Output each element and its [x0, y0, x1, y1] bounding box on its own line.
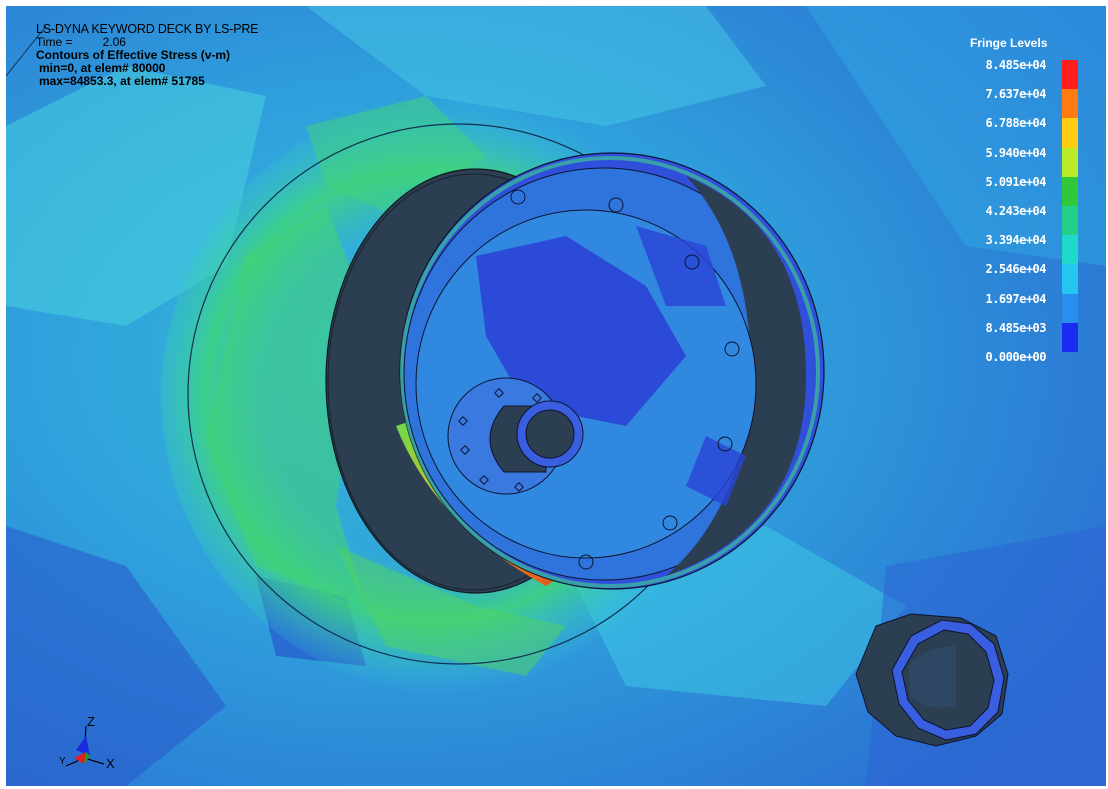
- fringe-legend: Fringe Levels 8.485e+04 7.637e+04 6.788e+0…: [946, 36, 1096, 416]
- legend-level-label: 6.788e+04: [985, 116, 1046, 131]
- legend-color-swatch: [1062, 293, 1078, 323]
- legend-row: 5.940e+04: [946, 145, 1086, 177]
- green-zone-left: [206, 206, 366, 606]
- model-info-panel: LS-DYNA KEYWORD DECK BY LS-PRE Time = 2.0…: [36, 22, 259, 88]
- legend-row: 8.485e+04: [946, 58, 1086, 90]
- legend-row: 0.000e+00: [946, 350, 1086, 379]
- legend-level-label: 8.485e+04: [985, 58, 1046, 72]
- cyan-patch-right: [806, 6, 1106, 266]
- legend-color-swatch: [1062, 118, 1078, 148]
- min-value-text: min=0, at elem# 80000: [39, 61, 166, 75]
- legend-row: 1.697e+04: [946, 291, 1086, 323]
- legend-color-swatch: [1062, 322, 1078, 352]
- max-value-text: max=84853.3, at elem# 51785: [39, 74, 205, 88]
- graphics-viewport[interactable]: LS-DYNA KEYWORD DECK BY LS-PRE Time = 2.0…: [6, 6, 1106, 786]
- legend-row: 3.394e+04: [946, 233, 1086, 265]
- legend-color-swatch: [1062, 147, 1078, 177]
- green-zone-bottom: [336, 546, 566, 676]
- axis-y-label: Y: [59, 756, 66, 767]
- legend-level-label: 2.546e+04: [985, 262, 1046, 277]
- bolt-hole-ring: [510, 189, 740, 570]
- legend-level-label: 5.091e+04: [985, 174, 1046, 189]
- axis-x-label: X: [106, 756, 115, 771]
- bolt-hole: [662, 515, 678, 531]
- pipe-inner-face: [908, 646, 956, 708]
- bolt-hole: [717, 436, 733, 452]
- corner-edge-line: [6, 25, 47, 77]
- cyan-patch-top: [306, 6, 766, 126]
- legend-color-swatch: [1062, 60, 1078, 90]
- legend-row: 4.243e+04: [946, 204, 1086, 236]
- axis-triad-icon: [65, 725, 105, 767]
- flange-inner-dark: [666, 176, 806, 576]
- legend-level-label: 1.697e+04: [985, 291, 1046, 306]
- blue-patch-lower-left: [6, 526, 226, 786]
- legend-row: 2.546e+04: [946, 262, 1086, 294]
- small-pipe: [855, 613, 1009, 747]
- bolt-hole: [510, 189, 526, 205]
- bolt-hole: [684, 254, 700, 270]
- legend-level-label: 7.637e+04: [985, 87, 1046, 102]
- legend-level-label: 8.485e+03: [985, 320, 1046, 335]
- time-value: 2.06: [102, 35, 126, 49]
- hub-shaft-bore: [525, 409, 575, 459]
- time-label: Time =: [36, 35, 73, 49]
- inner-plate-blue-patch-3: [686, 436, 746, 506]
- legend-row: 6.788e+04: [946, 116, 1086, 148]
- legend-level-label: 3.394e+04: [985, 233, 1046, 248]
- legend-row: 5.091e+04: [946, 174, 1086, 206]
- time-readout: Time = 2.06: [36, 36, 258, 49]
- legend-color-swatch: [1062, 89, 1078, 119]
- legend-row: 7.637e+04: [946, 87, 1086, 119]
- legend-color-swatch: [1062, 176, 1078, 206]
- inner-plate-blue-patch-2: [636, 226, 726, 306]
- legend-level-label: 0.000e+00: [985, 350, 1046, 364]
- legend-row: 8.485e+03: [946, 320, 1086, 352]
- bolt-hole: [578, 554, 594, 570]
- inner-plate-blue-patch: [476, 236, 686, 426]
- bolt-hole: [724, 341, 740, 357]
- legend-color-swatch: [1062, 264, 1078, 294]
- fea-model-render[interactable]: [6, 6, 1106, 786]
- axis-triad: Z X Y: [56, 712, 126, 772]
- legend-title: Fringe Levels: [970, 36, 1048, 50]
- deck-title: LS-DYNA KEYWORD DECK BY LS-PRE: [36, 22, 259, 36]
- legend-level-label: 4.243e+04: [985, 204, 1046, 218]
- legend-level-label: 5.940e+04: [985, 145, 1046, 160]
- legend-color-swatch: [1062, 206, 1078, 236]
- legend-color-swatch: [1062, 235, 1078, 265]
- contour-description: Contours of Effective Stress (v-m): [36, 48, 231, 62]
- axis-z-label: Z: [87, 714, 95, 729]
- flange-green-rim: [400, 156, 820, 588]
- bolt-hole: [608, 197, 624, 213]
- hub-bolt-holes: [458, 388, 542, 492]
